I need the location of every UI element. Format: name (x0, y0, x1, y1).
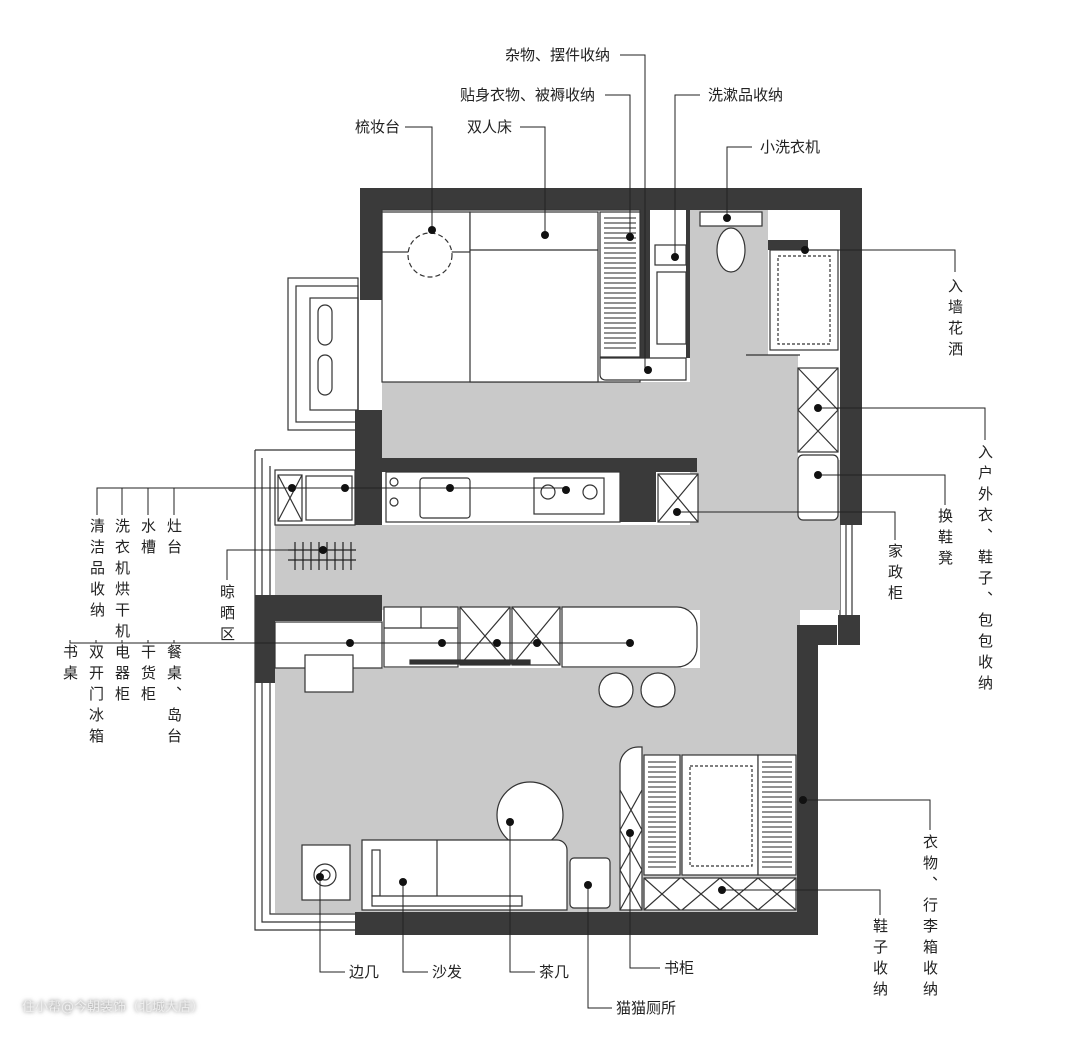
label-side-table: 边几 (349, 963, 380, 981)
label-dining-island: 餐桌、岛台 (165, 644, 183, 749)
sofa (361, 839, 568, 911)
sink (419, 477, 471, 519)
coffee-table (496, 781, 564, 849)
right-window (839, 525, 853, 615)
label-coffee-table: 茶几 (539, 963, 570, 981)
label-sofa: 沙发 (432, 963, 463, 981)
leader-dots (288, 214, 822, 894)
label-double-bed: 双人床 (467, 118, 513, 136)
bookcase (619, 746, 643, 911)
label-shoe-bench: 换鞋凳 (936, 508, 954, 571)
double-bed (469, 211, 599, 383)
small-washer (699, 211, 763, 227)
bedroom-cabinet (599, 357, 687, 381)
label-appliance-cabinet: 电器柜 (113, 644, 131, 707)
label-utility-cabinet: 家政柜 (886, 543, 904, 606)
dining-island (561, 606, 698, 668)
label-shoe-storage: 鞋子收纳 (871, 918, 889, 1002)
label-bookcase: 书柜 (664, 959, 695, 977)
label-stove: 灶台 (165, 518, 183, 560)
hanging-wardrobe (599, 211, 641, 358)
desk-chair (304, 654, 354, 693)
label-sundries: 杂物、摆件收纳 (505, 46, 611, 64)
dresser (381, 211, 471, 253)
washer-dryer (305, 475, 353, 521)
bay-window (287, 277, 359, 431)
watermark: 住小帮@今朝装饰（北城大店） (22, 1000, 205, 1015)
label-drying-area: 晾晒区 (218, 584, 236, 647)
walls (255, 188, 862, 935)
wardrobe-left (643, 754, 681, 876)
label-desk: 书桌 (61, 644, 79, 686)
label-dresser: 梳妆台 (355, 118, 401, 136)
label-washer-dryer: 洗衣机烘干机 (113, 518, 131, 644)
label-cleaning-storage: 清洁品收纳 (88, 518, 106, 623)
label-wardrobe-luggage: 衣物、行李箱收纳 (921, 834, 939, 1002)
shoe-bench (797, 454, 839, 521)
label-sink: 水槽 (139, 518, 157, 560)
label-toiletries: 洗漱品收纳 (708, 86, 784, 104)
toilet (716, 227, 746, 273)
wardrobe-right (757, 754, 797, 876)
label-underwear-bedding: 贴身衣物、被褥收纳 (460, 86, 596, 104)
label-shower: 入墙花洒 (946, 278, 964, 362)
bar-stool (640, 672, 676, 708)
label-pantry: 干货柜 (139, 644, 157, 707)
label-entry-storage: 入户外衣、鞋子、包包收纳 (976, 444, 994, 696)
bar-stool (598, 672, 634, 708)
dresser-stool (407, 232, 453, 278)
shoe-cabinets (643, 877, 797, 911)
leader-lines (69, 54, 986, 1009)
label-cat-litter: 猫猫厕所 (616, 999, 677, 1017)
label-fridge: 双开门冰箱 (87, 644, 105, 749)
label-small-washer: 小洗衣机 (760, 138, 821, 156)
